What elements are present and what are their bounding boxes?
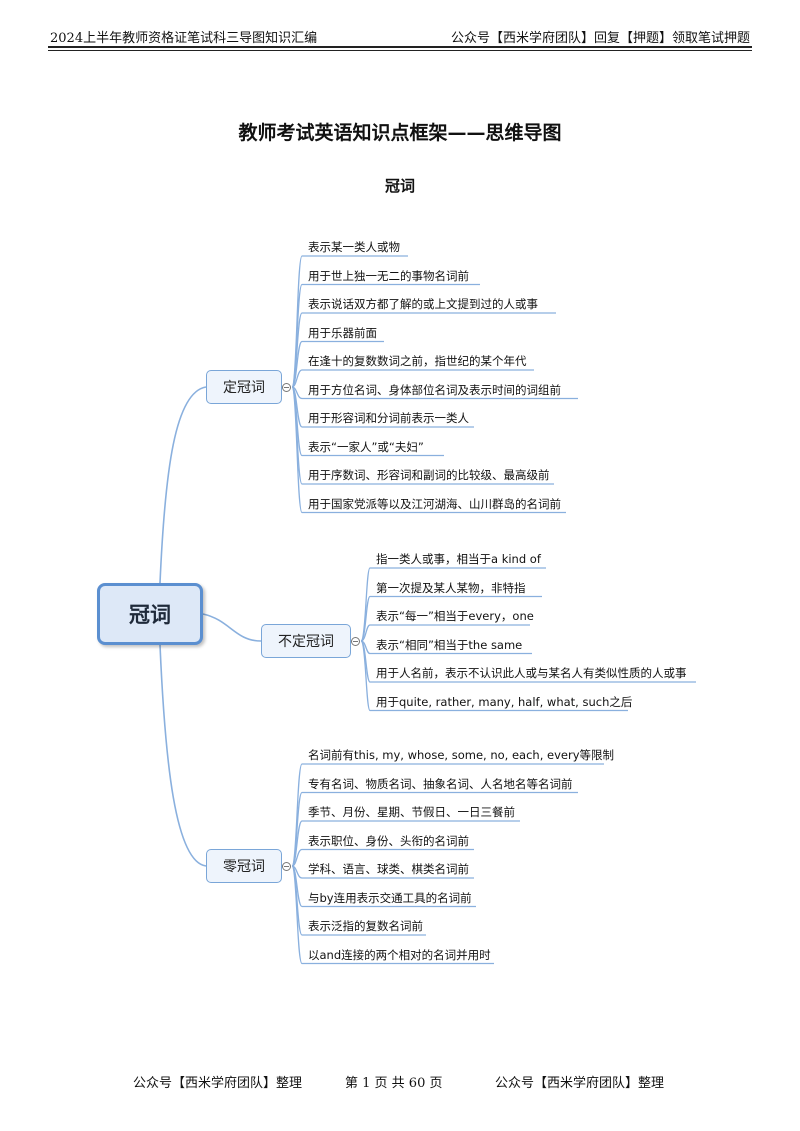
branch-definite-article[interactable]: 定冠词 <box>206 370 282 404</box>
leaf-item[interactable]: 用于形容词和分词前表示一类人 <box>308 411 469 425</box>
leaf-item[interactable]: 用于序数词、形容词和副词的比较级、最高级前 <box>308 468 550 482</box>
leaf-connector <box>360 595 542 642</box>
header-rule-thin <box>48 50 752 51</box>
leaf-item[interactable]: 用于国家党派等以及江河湖海、山川群岛的名词前 <box>308 496 561 511</box>
leaf-item[interactable]: 表示泛指的复数名词前 <box>308 919 423 933</box>
header-left-text: 2024上半年教师资格证笔试科三导图知识汇编 <box>50 31 318 46</box>
leaf-item[interactable]: 表示职位、身份、头衔的名词前 <box>308 833 469 848</box>
page-number: 第 1 页 共 60 页 <box>345 1076 443 1091</box>
leaf-item[interactable]: 表示“相同”相当于the same <box>376 637 523 652</box>
page-subtitle: 冠词 <box>384 177 415 195</box>
leaf-item[interactable]: 用于乐器前面 <box>308 325 377 340</box>
leaf-item[interactable]: 专有名词、物质名词、抽象名词、人名地名等名词前 <box>308 776 573 791</box>
footer-right-text: 公众号【西米学府团队】整理 <box>495 1076 665 1091</box>
leaf-connector <box>291 865 494 965</box>
branch-zero-article[interactable]: 零冠词 <box>206 849 282 883</box>
leaf-item[interactable]: 表示“一家人”或“夫妇” <box>308 439 424 454</box>
connector-root-indefinite <box>202 613 262 642</box>
page-title: 教师考试英语知识点框架——思维导图 <box>238 122 562 144</box>
leaf-connector <box>291 386 566 514</box>
leaf-item[interactable]: 用于quite, rather, many, half, what, such之… <box>376 694 633 709</box>
footer-left-text: 公众号【西米学府团队】整理 <box>133 1076 303 1091</box>
leaf-item[interactable]: 在逢十的复数数词之前，指世纪的某个年代 <box>308 354 527 368</box>
root-node[interactable]: 冠词 <box>97 583 203 645</box>
leaf-item[interactable]: 第一次提及某人某物，非特指 <box>376 580 526 595</box>
leaf-item[interactable]: 表示某一类人或物 <box>308 240 400 254</box>
connector-root-definite <box>159 386 207 584</box>
collapse-definite-icon[interactable] <box>282 383 291 392</box>
leaf-item[interactable]: 用于人名前，表示不认识此人或与某名人有类似性质的人或事 <box>376 666 687 680</box>
leaf-item[interactable]: 名词前有this, my, whose, some, no, each, eve… <box>308 748 615 762</box>
leaf-connector <box>360 624 530 642</box>
leaf-item[interactable]: 以and连接的两个相对的名词并用时 <box>308 947 491 962</box>
leaf-item[interactable]: 学科、语言、球类、棋类名词前 <box>308 862 469 876</box>
leaf-item[interactable]: 与by连用表示交通工具的名词前 <box>308 890 472 905</box>
branch-indefinite-article[interactable]: 不定冠词 <box>261 624 351 658</box>
leaf-item[interactable]: 表示说话双方都了解的或上文提到过的人或事 <box>308 297 538 311</box>
leaf-item[interactable]: 指一类人或事，相当于a kind of <box>376 552 541 566</box>
header-rule <box>48 46 752 48</box>
leaf-connector <box>291 340 384 388</box>
leaf-item[interactable]: 表示“每一”相当于every，one <box>376 609 534 623</box>
connector-root-zero <box>159 644 207 867</box>
leaf-item[interactable]: 用于世上独一无二的事物名词前 <box>308 268 469 283</box>
leaf-connector <box>291 848 474 867</box>
leaf-connector <box>360 640 628 712</box>
header-right-text: 公众号【西米学府团队】回复【押题】领取笔试押题 <box>450 31 750 46</box>
collapse-zero-icon[interactable] <box>282 862 291 871</box>
collapse-indefinite-icon[interactable] <box>351 637 360 646</box>
leaf-connector <box>291 820 520 867</box>
leaf-item[interactable]: 用于方位名词、身体部位名词及表示时间的词组前 <box>308 382 561 397</box>
leaf-connector <box>291 369 534 388</box>
leaf-item[interactable]: 季节、月份、星期、节假日、一日三餐前 <box>308 805 515 819</box>
